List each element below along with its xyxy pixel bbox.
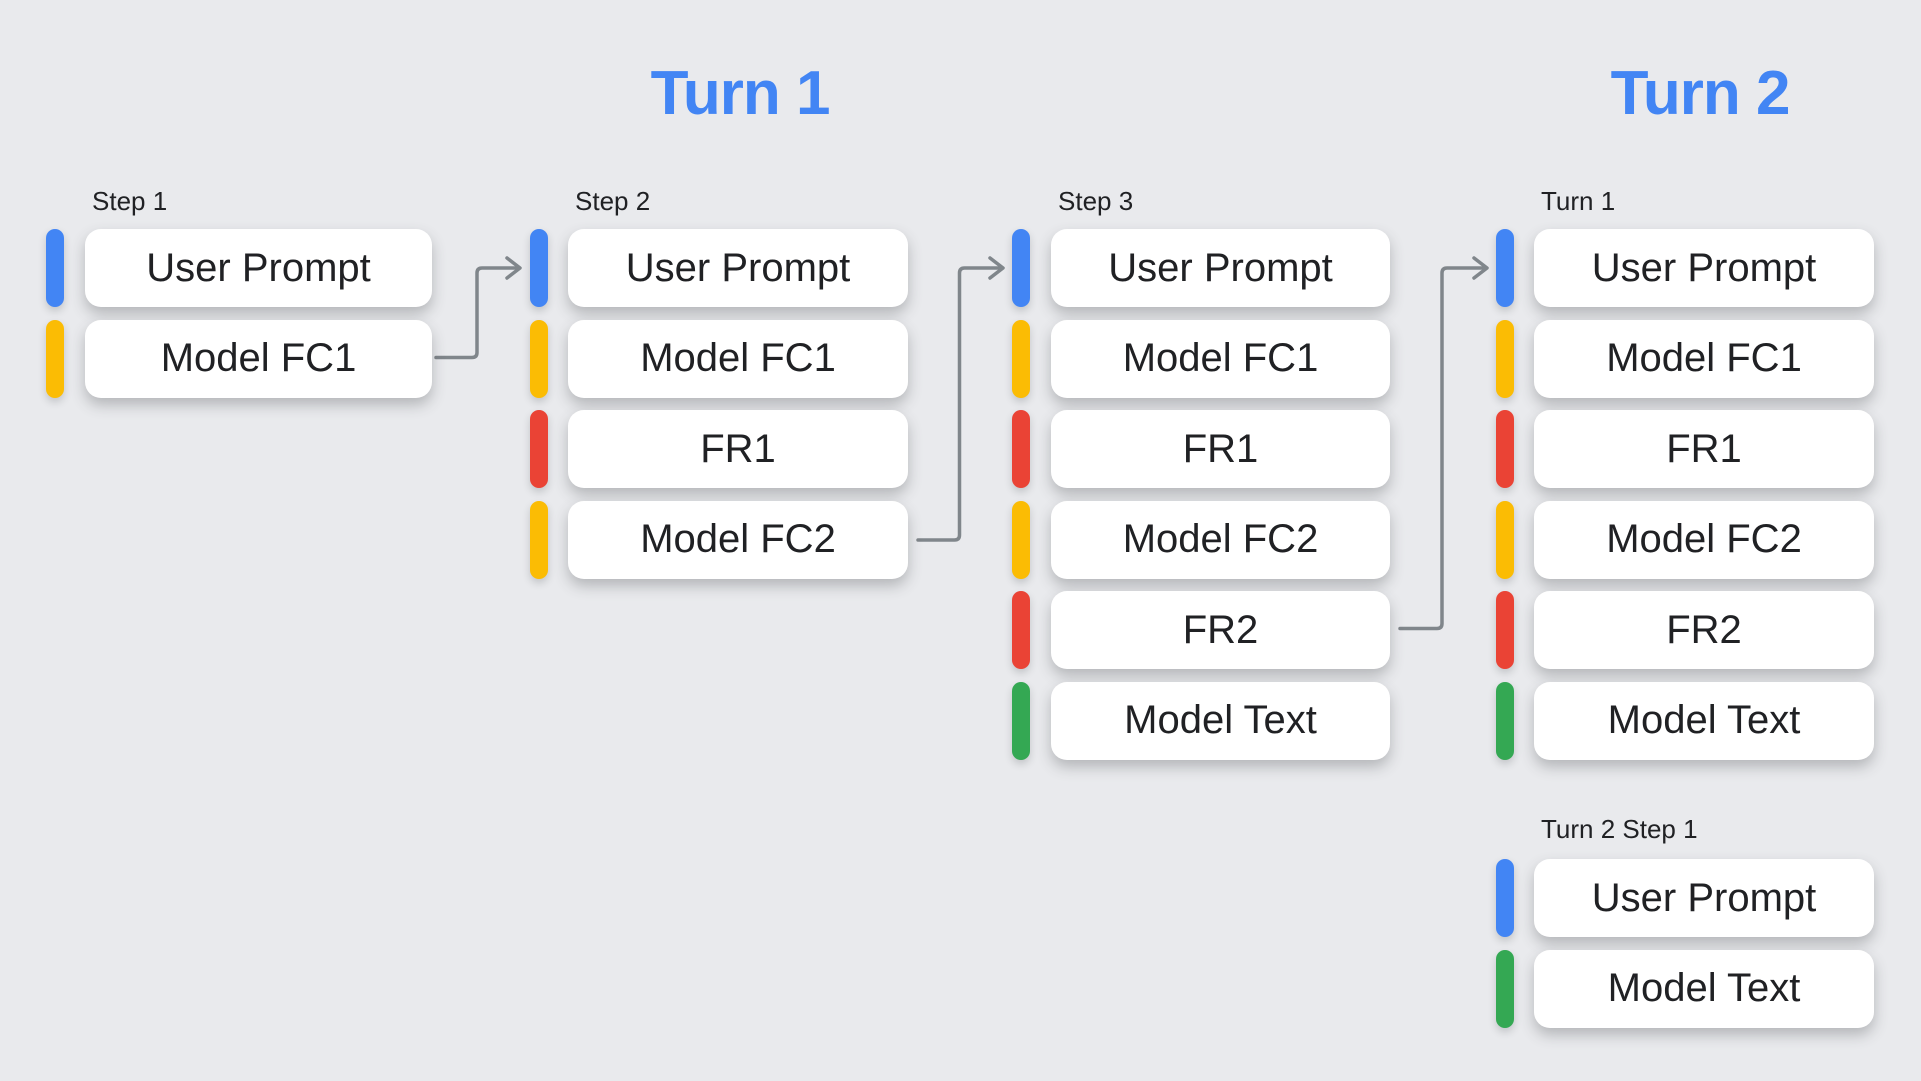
card-turn-1-model-text: Model Text	[1534, 681, 1874, 760]
role-bar-turn-1-user-prompt	[1496, 229, 1514, 307]
card-text: FR2	[1182, 607, 1259, 652]
card-turn-1-user-prompt: User Prompt	[1534, 229, 1874, 307]
card-text: User Prompt	[146, 245, 371, 290]
card-step-2-fr1: FR1	[568, 410, 908, 488]
card-step-2-user-prompt: User Prompt	[568, 229, 908, 307]
card-text: User Prompt	[1108, 245, 1333, 290]
role-bar-turn-1-model-text	[1496, 681, 1514, 760]
role-bar-turn-1-fr2	[1496, 591, 1514, 669]
role-bar-step-3-fr1	[1012, 410, 1030, 488]
card-turn-1-model-fc2: Model FC2	[1534, 500, 1874, 579]
card-text: Model Text	[1124, 698, 1317, 742]
role-bar-step-2-fr1	[530, 410, 548, 488]
card-step-3-model-fc1: Model FC1	[1051, 319, 1390, 398]
title-turn-2: Turn 2	[1610, 59, 1791, 128]
title-turn-1: Turn 1	[650, 59, 831, 128]
arrow-line	[1398, 266, 1486, 631]
card-turn-1-fr2: FR2	[1534, 591, 1874, 669]
card-text: Model FC1	[1606, 336, 1802, 380]
arrow-connector-2	[916, 256, 1005, 542]
card-step-3-fr2: FR2	[1051, 591, 1390, 669]
arrow-connector-1	[434, 256, 522, 360]
card-turn-1-model-fc1: Model FC1	[1534, 319, 1874, 398]
card-step-3-fr1: FR1	[1051, 410, 1390, 488]
card-step-3-model-fc2: Model FC2	[1051, 500, 1390, 579]
arrowhead-icon	[505, 256, 522, 280]
card-step-3-model-text: Model Text	[1051, 681, 1390, 760]
role-bar-step-3-fr2	[1012, 591, 1030, 669]
card-step-2-model-fc2: Model FC2	[568, 500, 908, 579]
column-label-step-3: Step 3	[1058, 186, 1134, 216]
card-text: Model Text	[1607, 966, 1801, 1010]
card-text: Model FC2	[1606, 517, 1802, 561]
role-bar-step-3-user-prompt	[1012, 229, 1030, 307]
card-text: Model FC1	[1122, 336, 1319, 380]
card-text: FR1	[1182, 426, 1259, 471]
column-label-step-1: Step 1	[92, 186, 168, 216]
card-step-1-user-prompt: User Prompt	[85, 229, 432, 307]
role-bar-step-2-user-prompt	[530, 229, 548, 307]
arrow-line	[916, 266, 1002, 542]
card-text: FR2	[1666, 607, 1742, 652]
card-text: User Prompt	[1591, 875, 1817, 920]
card-text: Model Text	[1607, 698, 1801, 742]
role-bar-step-2-model-fc2	[530, 500, 548, 579]
role-bar-step-1-user-prompt	[46, 229, 64, 307]
card-text: User Prompt	[1591, 245, 1817, 290]
role-bar-step-1-model-fc1	[46, 319, 64, 398]
card-step-3-user-prompt: User Prompt	[1051, 229, 1390, 307]
role-bar-step-3-model-fc1	[1012, 319, 1030, 398]
arrowhead-icon	[1472, 256, 1489, 280]
card-turn-1-fr1: FR1	[1534, 410, 1874, 488]
card-text: Model FC2	[640, 517, 836, 561]
role-bar-turn-1-model-fc1	[1496, 319, 1514, 398]
arrowhead-icon	[988, 256, 1005, 280]
role-bar-turn-2-step-1-user-prompt	[1496, 859, 1514, 937]
card-text: Model FC1	[160, 336, 357, 380]
card-text: FR1	[700, 426, 776, 471]
card-text: Model FC2	[1122, 517, 1319, 561]
role-bar-turn-1-fr1	[1496, 410, 1514, 488]
card-turn-2-step-1-model-text: Model Text	[1534, 949, 1874, 1028]
role-bar-step-3-model-text	[1012, 681, 1030, 760]
arrow-line	[434, 266, 519, 360]
column-label-turn-1: Turn 1	[1541, 186, 1616, 216]
card-text: FR1	[1666, 426, 1742, 471]
card-step-2-model-fc1: Model FC1	[568, 319, 908, 398]
card-text: Model FC1	[640, 336, 836, 380]
role-bar-step-3-model-fc2	[1012, 500, 1030, 579]
role-bar-step-2-model-fc1	[530, 319, 548, 398]
role-bar-turn-1-model-fc2	[1496, 500, 1514, 579]
card-turn-2-step-1-user-prompt: User Prompt	[1534, 859, 1874, 937]
role-bar-turn-2-step-1-model-text	[1496, 949, 1514, 1028]
column-label-step-2: Step 2	[575, 186, 651, 216]
column-label-turn-2-step-1: Turn 2 Step 1	[1541, 814, 1698, 844]
arrow-connector-3	[1398, 256, 1489, 631]
card-step-1-model-fc1: Model FC1	[85, 319, 432, 398]
card-text: User Prompt	[625, 245, 851, 290]
